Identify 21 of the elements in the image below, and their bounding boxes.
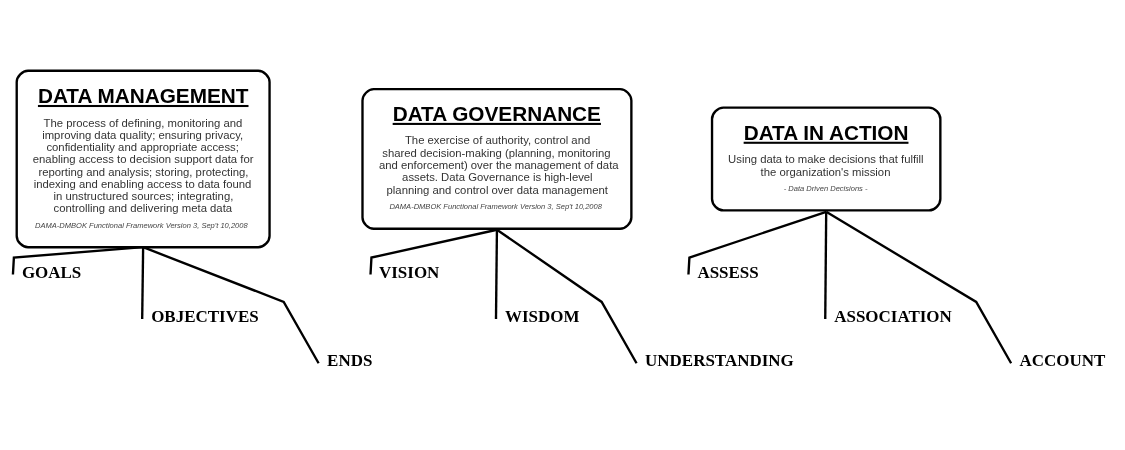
connector bbox=[141, 246, 145, 319]
connector bbox=[369, 228, 498, 275]
node-text: OBJECTIVES bbox=[151, 306, 259, 326]
node-text: ENDS bbox=[327, 350, 373, 370]
connector bbox=[142, 245, 320, 364]
node-text: GOALS bbox=[21, 262, 82, 282]
node-text: ASSOCIATION bbox=[834, 306, 952, 326]
node-text: ACCOUNT bbox=[1019, 350, 1106, 370]
connector bbox=[494, 229, 499, 319]
connector bbox=[496, 228, 638, 364]
node-box: DATA MANAGEMENT The process of defining, monitoring and improving data quality; ensuring privacy, confidentiality and appropriate access; enabling access to decision support data for reporting and analysis; storing, protecting, indexing and enabling access to data found in unstructured sources; integrating, controlling and delivering meta data DAMA-DMBOK Functional Framework Version 3, Sep't 10,2008 bbox=[15, 69, 271, 248]
connector bbox=[687, 210, 827, 275]
connector bbox=[824, 211, 828, 319]
connector bbox=[825, 210, 1013, 364]
node-text: WISDOM bbox=[504, 306, 580, 326]
node-box: DATA IN ACTION Using data to make decisions that fulfill the organization's mission - Data Driven Decisions - bbox=[710, 105, 942, 212]
node-box: DATA GOVERNANCE The exercise of authority, control and shared decision-making (planning, monitoring and enforcement) over the management of data assets. Data Governance is high-level planning and control over data management DAMA-DMBOK Functional Framework Version 3, Sep't 10,2008 bbox=[361, 87, 633, 230]
node-text: ASSESS bbox=[697, 262, 759, 282]
node-text: VISION bbox=[379, 262, 440, 282]
connector bbox=[11, 245, 144, 275]
node-text: UNDERSTANDING bbox=[645, 350, 794, 370]
